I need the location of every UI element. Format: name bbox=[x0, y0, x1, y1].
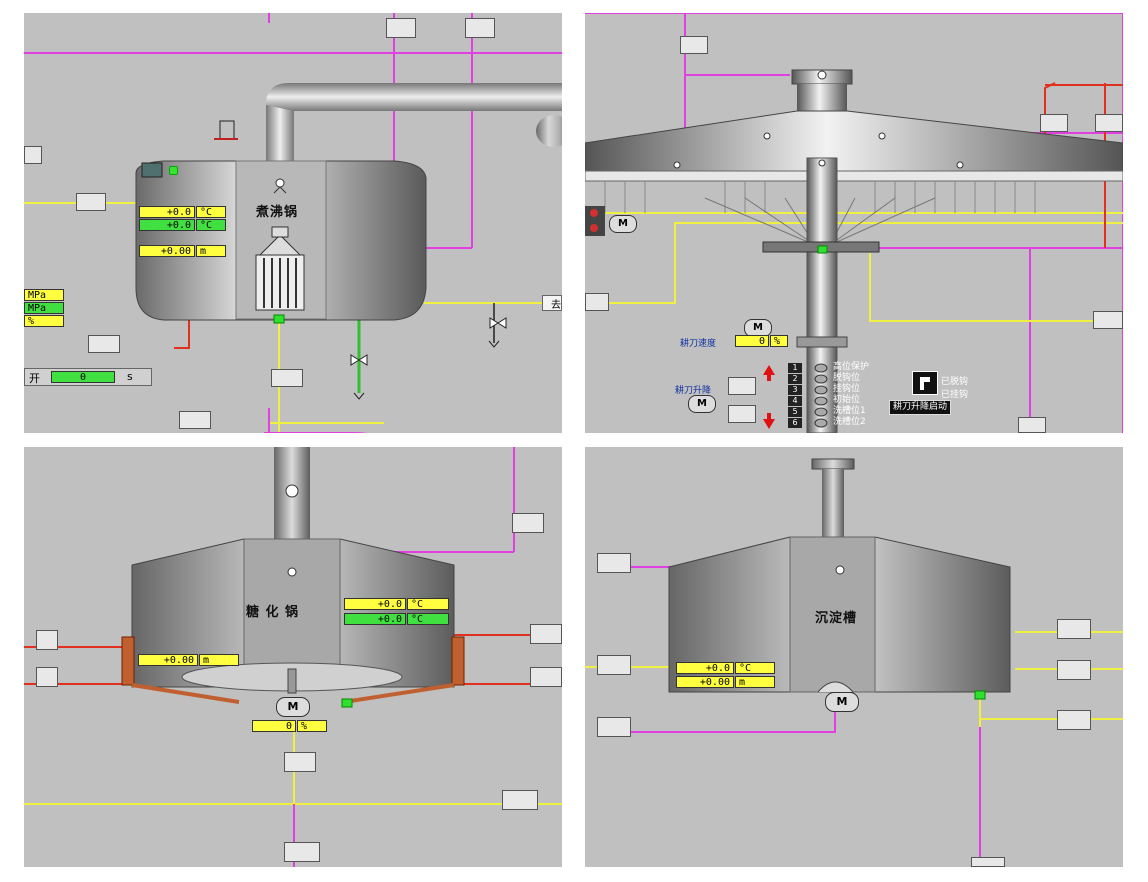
mash-tun-title: 糖 化 锅 bbox=[246, 605, 300, 620]
valve-icon[interactable] bbox=[36, 630, 58, 650]
lauter-motor-indicator-left[interactable]: M bbox=[609, 215, 637, 233]
sensor-icon[interactable] bbox=[585, 293, 609, 311]
open-label: 开 bbox=[29, 372, 40, 385]
position-label: 挂钩位 bbox=[833, 384, 861, 394]
sensor-icon[interactable] bbox=[1057, 660, 1091, 680]
hook-state-icon bbox=[912, 371, 938, 395]
rake-lift-start-button[interactable]: 耕刀升降启动 bbox=[889, 400, 952, 415]
boil-temp1-unit: °C bbox=[196, 206, 226, 218]
mash-temp1-unit: °C bbox=[407, 598, 449, 610]
position-label: 高位保护 bbox=[833, 362, 870, 372]
percent-unit: % bbox=[24, 315, 64, 327]
mash-agitator-speed-unit: % bbox=[297, 720, 327, 732]
valve-icon[interactable] bbox=[1040, 114, 1068, 132]
sensor-icon[interactable] bbox=[88, 335, 120, 353]
gauge-icon[interactable] bbox=[24, 146, 42, 164]
sensor-icon[interactable] bbox=[502, 790, 538, 810]
boil-kettle-title: 煮沸锅 bbox=[256, 205, 299, 220]
sensor-icon[interactable] bbox=[1057, 619, 1091, 639]
position-number-list: 1 2 3 4 5 6 bbox=[788, 363, 802, 429]
boil-kettle-panel: 煮沸锅 +0.0 °C +0.0 °C +0.00 m MPa MPa % 开 … bbox=[24, 13, 562, 433]
sensor-icon[interactable] bbox=[530, 624, 562, 644]
pressure2-unit: MPa bbox=[24, 302, 64, 314]
valve-icon[interactable] bbox=[36, 667, 58, 687]
pressure1-unit: MPa bbox=[24, 289, 64, 301]
boil-temp2-unit: °C bbox=[196, 219, 226, 231]
sensor-icon[interactable] bbox=[597, 655, 631, 675]
cutoff-label: 去 bbox=[542, 295, 562, 311]
sensor-icon[interactable] bbox=[597, 553, 631, 573]
sensor-icon[interactable] bbox=[597, 717, 631, 737]
mash-temp2-unit: °C bbox=[407, 613, 449, 625]
whirlpool-level-unit: m bbox=[735, 676, 775, 688]
boil-level-unit: m bbox=[196, 245, 226, 257]
position-label: 初始位 bbox=[833, 395, 861, 405]
position-label: 脱钩位 bbox=[833, 373, 861, 383]
rake-speed-unit: % bbox=[770, 335, 788, 347]
valve-icon[interactable] bbox=[284, 752, 316, 772]
whirlpool-temp-value: +0.0 bbox=[676, 662, 734, 674]
rake-speed-label: 耕刀速度 bbox=[680, 339, 717, 349]
sensor-icon[interactable] bbox=[179, 411, 211, 429]
open-time-value: 0 bbox=[51, 371, 115, 383]
hooked-state-label: 已挂钩 bbox=[941, 390, 969, 400]
temperature-probe-icon bbox=[721, 507, 749, 529]
mash-temp2-value: +0.0 bbox=[344, 613, 406, 625]
whirlpool-temp-unit: °C bbox=[735, 662, 775, 674]
mash-temp1-value: +0.0 bbox=[344, 598, 406, 610]
mash-agitator-speed-value: 0 bbox=[252, 720, 296, 732]
sensor-icon[interactable] bbox=[530, 667, 562, 687]
status-indicator bbox=[169, 166, 178, 175]
valve-icon[interactable] bbox=[971, 857, 1005, 867]
drain-valve-icon bbox=[350, 354, 368, 400]
position-number: 2 bbox=[788, 374, 802, 384]
whirlpool-diagram bbox=[585, 458, 1123, 867]
valve-icon[interactable] bbox=[465, 18, 495, 38]
boil-temp1-value: +0.0 bbox=[139, 206, 195, 218]
open-time-unit: s bbox=[127, 370, 133, 383]
boil-level-value: +0.00 bbox=[139, 245, 195, 257]
valve-icon[interactable] bbox=[284, 842, 320, 862]
position-number: 5 bbox=[788, 407, 802, 417]
position-number: 4 bbox=[788, 396, 802, 406]
position-label: 洗槽位1 bbox=[833, 406, 866, 416]
valve-icon[interactable] bbox=[1095, 114, 1123, 132]
position-number: 6 bbox=[788, 418, 802, 428]
valve-icon[interactable] bbox=[680, 36, 708, 54]
whirlpool-title: 沉淀槽 bbox=[815, 611, 858, 626]
valve-icon[interactable] bbox=[728, 377, 756, 395]
position-label-list: 高位保护 脱钩位 挂钩位 初始位 洗槽位1 洗槽位2 bbox=[833, 362, 869, 428]
whirlpool-level-value: +0.00 bbox=[676, 676, 734, 688]
rake-speed-value: 0 bbox=[735, 335, 769, 347]
position-number: 3 bbox=[788, 385, 802, 395]
mash-level-unit: m bbox=[199, 654, 239, 666]
valve-icon[interactable] bbox=[1018, 417, 1046, 433]
open-time-row: 开 0 s bbox=[24, 368, 152, 386]
valve-icon[interactable] bbox=[271, 369, 303, 387]
mash-tun-panel: 糖 化 锅 +0.0 °C +0.0 °C +0.00 m M 0 % bbox=[24, 447, 562, 867]
valve-icon[interactable] bbox=[386, 18, 416, 38]
position-label: 洗槽位2 bbox=[833, 417, 866, 427]
sensor-icon[interactable] bbox=[76, 193, 106, 211]
mash-level-value: +0.00 bbox=[138, 654, 198, 666]
lauter-tun-panel: M M M 耕刀速度 0 % 耕刀升降 1 2 3 4 5 6 高位保护 脱钩位… bbox=[585, 13, 1123, 433]
whirlpool-pump-motor-button[interactable]: M bbox=[825, 692, 859, 712]
sensor-icon[interactable] bbox=[1057, 710, 1091, 730]
valve-icon[interactable] bbox=[728, 405, 756, 423]
position-number: 1 bbox=[788, 363, 802, 373]
mash-agitator-motor-button[interactable]: M bbox=[276, 697, 310, 717]
valve-icon[interactable] bbox=[512, 513, 544, 533]
boil-kettle-diagram bbox=[24, 13, 562, 433]
rake-lift-label: 耕刀升降 bbox=[675, 386, 712, 396]
boil-temp2-value: +0.0 bbox=[139, 219, 195, 231]
whirlpool-panel: 沉淀槽 +0.0 °C +0.00 m M bbox=[585, 447, 1123, 867]
temperature-probe-icon bbox=[220, 513, 250, 533]
mash-tun-diagram bbox=[24, 447, 562, 867]
sensor-icon[interactable] bbox=[1093, 311, 1123, 329]
unhooked-state-label: 已脱钩 bbox=[941, 377, 969, 387]
rake-lift-motor-button[interactable]: M bbox=[688, 395, 716, 413]
lauter-tun-diagram bbox=[585, 13, 1123, 433]
